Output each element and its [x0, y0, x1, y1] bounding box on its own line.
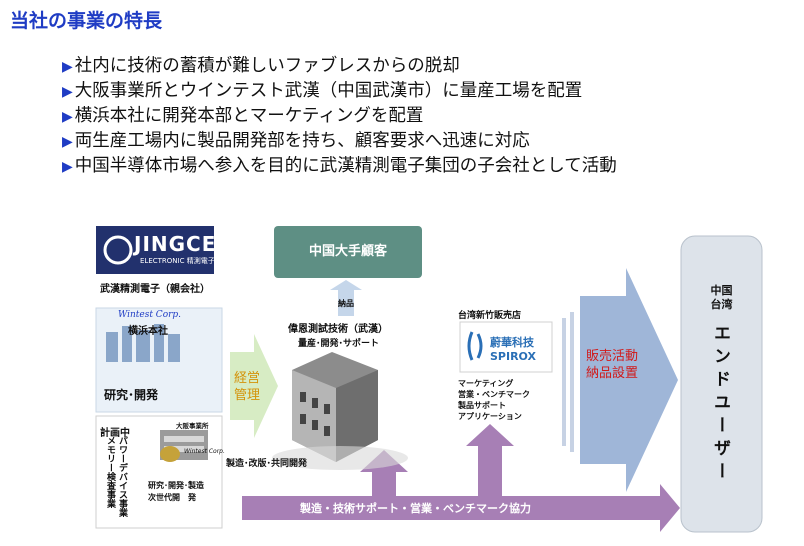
delivery-label: 納品 — [338, 299, 354, 308]
parent-company-label: 武漢精測電子（親会社） — [100, 284, 210, 295]
power-device-label: パワーデバイス事業 — [117, 436, 127, 517]
triangle-bullet-icon: ▶ — [62, 134, 73, 150]
page-title: 当社の事業の特長 — [10, 10, 163, 32]
rnd-label: 研究･開発 — [104, 388, 159, 402]
end-user-box — [680, 235, 763, 533]
osaka-caption-2: 次世代開 発 — [148, 493, 196, 502]
memory-label: メモリー検査事業 — [105, 436, 115, 508]
wuhan-dev: 製造･改版･共同開発 — [226, 459, 308, 469]
triangle-bullet-icon: ▶ — [62, 59, 73, 75]
delivery-arrow — [330, 280, 362, 316]
yokohama-logo: Wintest Corp. — [118, 310, 182, 320]
taiwan-services: マーケティング 営業・ベンチマーク 製品サポート アプリケーション — [458, 378, 530, 422]
osaka-caption-1: 研究･開発･製造 — [148, 481, 204, 490]
jingce-logo-box — [96, 226, 214, 274]
enduser-label: エンドユーザー — [710, 324, 730, 485]
spirox-logo-icon — [467, 331, 483, 361]
sales-arrow-trail — [562, 312, 574, 452]
taiwan-label: 台湾新竹販売店 — [458, 311, 522, 321]
cooperation-up-arrow-taiwan — [466, 424, 514, 496]
osaka-building-icon — [160, 430, 208, 462]
jingce-logo-subtext: ELECTRONIC 精測電子 — [140, 257, 215, 265]
customer-box — [274, 226, 422, 278]
osaka-sign: Wintest Corp. — [184, 448, 225, 455]
cooperation-label: 製造・技術サポート・営業・ベンチマーク協力 — [300, 502, 531, 515]
enduser-region-2: 台湾 — [710, 298, 733, 311]
management-arrow — [230, 334, 278, 438]
jingce-logo-text: JINGCE — [134, 232, 217, 256]
feature-bullet-list: ▶社内に技術の蓄積が難しいファブレスからの脱却 ▶大阪事業所とウインテスト武漢（… — [62, 54, 617, 179]
jingce-logo-icon — [103, 235, 133, 265]
service-item: アプリケーション — [458, 412, 522, 421]
enduser-region-1: 中国 — [710, 284, 733, 297]
bullet-item: ▶中国半導体市場へ参入を目的に武漢精測電子集団の子会社として活動 — [62, 156, 617, 176]
customer-label: 中国大手顧客 — [308, 244, 387, 259]
triangle-bullet-icon: ▶ — [62, 109, 73, 125]
management-label: 経営 管理 — [234, 371, 261, 403]
sales-arrow — [580, 268, 678, 492]
service-item: 製品サポート — [458, 401, 506, 410]
service-item: 営業・ベンチマーク — [458, 390, 530, 399]
wuhan-sub: 量産･開発･サポート — [298, 339, 380, 349]
spirox-en: SPIROX — [490, 350, 536, 363]
osaka-label: 大阪事業所 — [176, 422, 209, 430]
spirox-cn: 蔚華科技 — [490, 336, 534, 349]
wuhan-building-icon — [272, 352, 408, 470]
sales-label: 販売活動 納品設置 — [586, 349, 639, 381]
bullet-item: ▶大阪事業所とウインテスト武漢（中国武漢市）に量産工場を配置 — [62, 81, 583, 101]
wuhan-label: 偉恩測試技術（武漢） — [288, 324, 388, 335]
yokohama-building-icon — [106, 324, 180, 362]
bullet-item: ▶横浜本社に開発本部とマーケティングを配置 — [62, 106, 424, 126]
service-item: マーケティング — [458, 379, 514, 388]
yokohama-name: 横浜本社 — [128, 326, 168, 337]
cooperation-arrow — [242, 484, 680, 532]
bullet-item: ▶社内に技術の蓄積が難しいファブレスからの脱却 — [62, 56, 460, 76]
triangle-bullet-icon: ▶ — [62, 84, 73, 100]
spirox-logo-box — [459, 321, 553, 373]
triangle-bullet-icon: ▶ — [62, 159, 73, 175]
plan-label: 計画中 — [100, 428, 130, 439]
bullet-item: ▶両生産工場内に製品開発部を持ち、顧客要求へ迅速に対応 — [62, 131, 530, 151]
